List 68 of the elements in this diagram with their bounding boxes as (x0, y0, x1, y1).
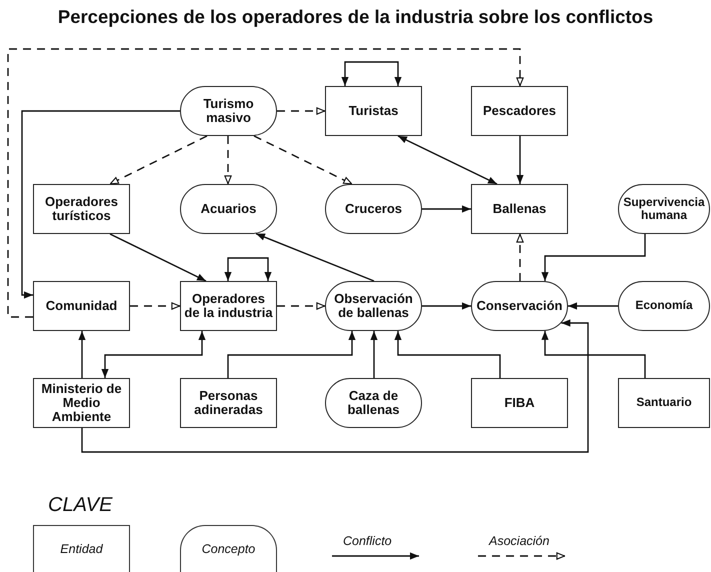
concept-pill (180, 86, 277, 136)
node-label: Santuario (636, 396, 692, 410)
entity-box (180, 281, 277, 331)
node-label: Ballenas (492, 202, 546, 216)
arrow (370, 331, 378, 378)
node-label: Comunidad (46, 298, 118, 314)
entity-box (180, 378, 277, 428)
legend-label: Entidad (60, 542, 103, 556)
concept-pill (618, 184, 710, 234)
node-label: Turismo masivo (202, 96, 255, 126)
node-label: Acuarios (200, 202, 256, 216)
concept-pill (325, 184, 422, 234)
arrow (21, 110, 180, 299)
legend-label: Asociación (489, 534, 550, 548)
concept-pill (471, 281, 568, 331)
arrow (422, 205, 471, 213)
arrow (541, 234, 646, 282)
arrow (81, 319, 589, 453)
entity-box (33, 184, 130, 234)
arrow (516, 136, 524, 184)
node-label: Ministerio de Medio Ambiente (40, 382, 123, 424)
arrow (568, 302, 618, 310)
node-label: FIBA (504, 396, 535, 410)
legend-heading: CLAVE (48, 494, 112, 517)
arrow (398, 135, 498, 185)
node-label: Economía (635, 299, 693, 313)
concept-pill (180, 184, 277, 234)
arrow (516, 234, 524, 281)
node-label: Pescadores (483, 104, 556, 118)
node-label: Operadores turísticos (44, 194, 119, 224)
entity-box (33, 281, 130, 331)
legend-label: Concepto (202, 542, 256, 556)
arrow (422, 302, 471, 310)
arrow (110, 135, 208, 185)
node-label: Cruceros (344, 202, 402, 216)
entity-box (471, 184, 568, 234)
node-label: Conservación (476, 298, 562, 314)
arrow (130, 302, 180, 310)
arrow (78, 331, 86, 378)
node-label: Caza de ballenas (346, 388, 401, 418)
entity-box (471, 86, 568, 136)
arrow (541, 330, 646, 378)
entity-box (325, 86, 422, 136)
arrow (110, 233, 206, 282)
arrow (101, 331, 206, 378)
node-label: Personas adineradas (193, 388, 264, 418)
legend-label: Conflicto (343, 534, 392, 548)
node-label: Supervivencia humana (622, 196, 706, 222)
arrow (254, 135, 352, 185)
node-label: Observación de ballenas (333, 292, 414, 320)
concept-pill (325, 378, 422, 428)
arrow (277, 107, 326, 115)
arrow (256, 233, 374, 282)
arrow (394, 330, 501, 378)
entity-box (471, 378, 568, 428)
node-label: Operadores de la industria (184, 292, 273, 320)
diagram-title: Percepciones de los operadores de la industria sobre los conflictos (56, 6, 654, 28)
arrow (224, 136, 232, 184)
arrow (224, 257, 272, 281)
concept-pill (325, 281, 422, 331)
arrow (227, 331, 356, 378)
arrow (277, 302, 326, 310)
entity-box (33, 378, 130, 428)
node-label: Turistas (348, 104, 398, 118)
arrow (341, 61, 402, 86)
entity-box (618, 378, 710, 428)
concept-pill (618, 281, 710, 331)
arrow (7, 48, 524, 318)
